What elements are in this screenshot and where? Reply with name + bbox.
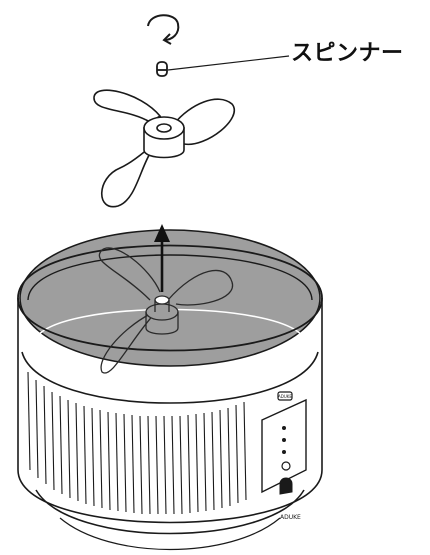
- callout-leader-line: [168, 56, 289, 70]
- lifted-propeller: [94, 90, 234, 206]
- panel-logo: ADUKE: [278, 394, 292, 399]
- spinner-label: スピンナー: [291, 43, 404, 65]
- base-button: [280, 478, 292, 494]
- base-logo: ADUKE: [280, 514, 301, 521]
- panel-indicator-1: [282, 426, 286, 430]
- rotate-arrow-icon: [148, 15, 178, 44]
- panel-indicator-3: [282, 450, 286, 454]
- spinner-part: [157, 62, 167, 76]
- panel-indicator-2: [282, 438, 286, 442]
